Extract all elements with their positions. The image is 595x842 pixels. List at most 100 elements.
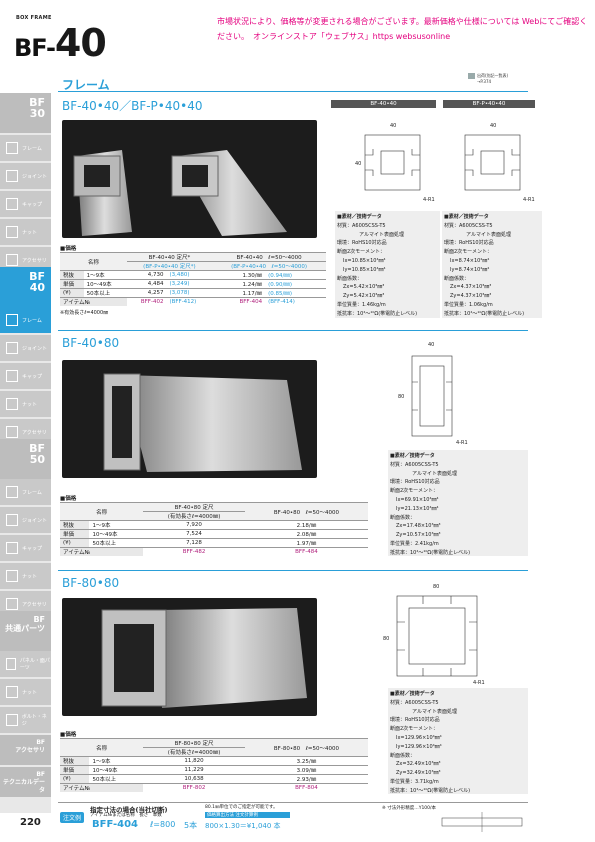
bf4040-section	[364, 134, 421, 191]
block3-title: BF-80•80	[62, 576, 120, 590]
series-label: BOX FRAME	[16, 15, 52, 21]
price-notice: 市場状況により、価格等が変更される場合がございます。最新価格や仕様については W…	[217, 17, 588, 41]
frame-icon	[6, 314, 18, 326]
dim-label-4r1: 4-R1	[423, 197, 435, 203]
block2-section-diagram: 40 80 4-R1	[398, 342, 468, 446]
block3-rule	[58, 570, 528, 571]
frame-icon	[6, 486, 18, 498]
order-subtitle: アイテム№または名称 長さ 本数	[90, 813, 162, 818]
reference-icon	[468, 73, 475, 79]
block1-section-diagrams: 40 40 4-R1 40 4-R1	[355, 123, 535, 203]
calc-bar: 価格算出方法 注文計算例	[205, 812, 290, 818]
diagram-caption-bf4040: BF-40•40	[331, 100, 436, 108]
block1-note: ※有効長さℓ=4000㎜	[60, 310, 109, 316]
dim-label-40-side: 40	[355, 161, 361, 167]
dim-label-40-p: 40	[490, 123, 496, 129]
cap-icon	[6, 370, 18, 382]
block3-section-diagram: 80 80 4-R1	[383, 584, 485, 686]
nut-icon	[6, 570, 18, 582]
sidebar-item-joint-40[interactable]: ジョイント	[0, 335, 51, 361]
dim-label-80-b2: 80	[398, 394, 404, 400]
sidebar-item-panel[interactable]: パネル・面パーツ	[0, 651, 51, 677]
page-number: 220	[20, 817, 41, 828]
cut-note: ※ 寸法外形精度…Y100/本	[382, 806, 437, 811]
bfp4040-section	[464, 134, 521, 191]
reference-line2[interactable]: →P.374	[477, 79, 492, 84]
diagram-caption-bfp4040: BF-P•40•40	[443, 100, 535, 108]
calc-example: 800×1.30＝¥1,040 本	[205, 822, 281, 830]
sidebar-item-nut-30[interactable]: ナット	[0, 219, 51, 245]
sidebar-item-nut-50[interactable]: ナット	[0, 563, 51, 589]
frame-icon	[6, 142, 18, 154]
accessory-icon	[6, 254, 18, 266]
dim-label-40: 40	[390, 123, 396, 129]
sidebar-item-cap-50[interactable]: キャップ	[0, 535, 51, 561]
order-length: ℓ=800	[150, 820, 176, 829]
block3-price-label: ■価格	[60, 732, 77, 738]
block1-photo	[62, 120, 317, 238]
sidebar-item-frame-40[interactable]: フレーム	[0, 307, 51, 333]
title-number: 40	[54, 21, 107, 65]
nut-icon	[6, 226, 18, 238]
accessory-icon	[6, 598, 18, 610]
dim-label-40-b2: 40	[428, 342, 434, 348]
joint-icon	[6, 342, 18, 354]
footer-rule	[58, 802, 528, 803]
order-note: 80.1㎜単位でのご指定が可能です。	[205, 805, 278, 810]
nut-icon	[6, 686, 18, 698]
section-rule	[58, 91, 528, 92]
joint-icon	[6, 514, 18, 526]
sidebar-item-cap-40[interactable]: キャップ	[0, 363, 51, 389]
dim-label-80-top: 80	[433, 584, 439, 590]
block2-photo	[62, 360, 317, 478]
dim-label-80-side: 80	[383, 636, 389, 642]
order-code: BFF-404	[92, 819, 139, 830]
order-quantity: 5本	[184, 821, 198, 830]
block2-rule	[58, 330, 528, 331]
block3-photo	[62, 598, 317, 716]
order-title: 指定寸法の場合(当社切断)	[90, 806, 168, 814]
block1-title: BF-40•40／BF-P•40•40	[62, 99, 203, 113]
dim-label-4r1-b3: 4-R1	[473, 680, 485, 686]
sidebar-item-joint-50[interactable]: ジョイント	[0, 507, 51, 533]
sidebar-item-frame-50[interactable]: フレーム	[0, 479, 51, 505]
block2-price-label: ■価格	[60, 496, 77, 502]
dim-label-4r1-p: 4-R1	[523, 197, 535, 203]
cap-icon	[6, 198, 18, 210]
cap-icon	[6, 542, 18, 554]
sidebar-item-cap-30[interactable]: キャップ	[0, 191, 51, 217]
section-title: フレーム	[62, 78, 110, 92]
sidebar-item-frame-30[interactable]: フレーム	[0, 135, 51, 161]
sidebar-item-joint-30[interactable]: ジョイント	[0, 163, 51, 189]
sidebar-item-nut-40[interactable]: ナット	[0, 391, 51, 417]
bolt-icon	[6, 714, 18, 726]
page-title: BF-40	[14, 24, 107, 65]
sidebar-item-nut-common[interactable]: ナット	[0, 679, 51, 705]
dim-label-4r1-b2: 4-R1	[456, 440, 468, 446]
accessory-icon	[6, 426, 18, 438]
block2-title: BF-40•80	[62, 336, 120, 350]
sidebar-item-bolt[interactable]: ボルト・ネジ	[0, 707, 51, 733]
joint-icon	[6, 170, 18, 182]
